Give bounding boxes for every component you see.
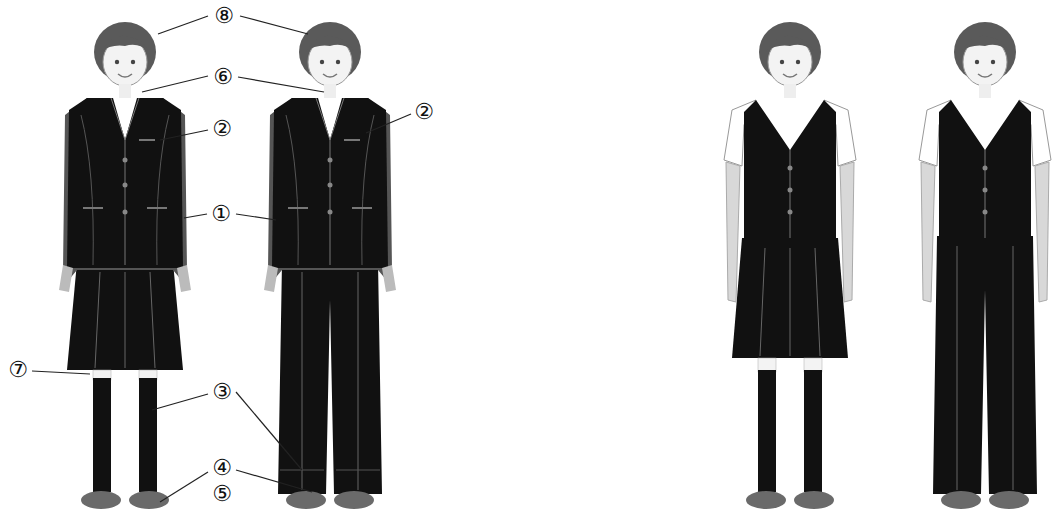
callout-number: ④ [210, 456, 234, 480]
callout-number: ② [412, 100, 436, 124]
callout-number: ② [210, 117, 234, 141]
callout-number: ⑤ [210, 482, 234, 506]
callout-number: ① [209, 202, 233, 226]
leader-lines [32, 16, 411, 502]
callout-number: ⑦ [6, 358, 30, 382]
callout-number: ⑥ [211, 65, 235, 89]
callout-number: ⑧ [212, 4, 236, 28]
callout-number: ③ [210, 380, 234, 404]
